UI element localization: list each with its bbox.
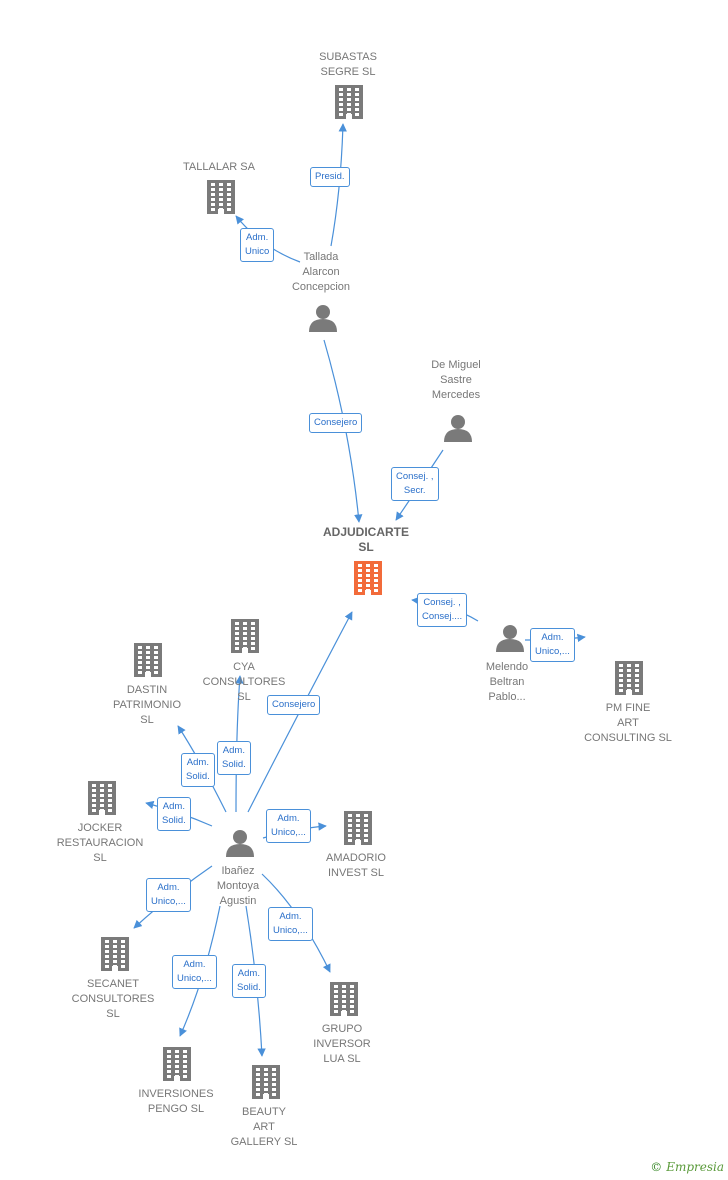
melendo-person-icon[interactable] <box>496 625 524 652</box>
demiguel-person-icon[interactable] <box>444 415 472 442</box>
node-label-cya[interactable]: CYA CONSULTORES SL <box>202 661 286 703</box>
cya-building-icon[interactable] <box>231 619 259 653</box>
node-label-grupo[interactable]: GRUPO INVERSOR LUA SL <box>313 1023 371 1065</box>
inversiones-building-icon[interactable] <box>163 1047 191 1081</box>
node-label-tallalar[interactable]: TALLALAR SA <box>183 161 255 173</box>
edge-label-e6[interactable]: Adm. Unico,... <box>530 628 575 662</box>
grupo-building-icon[interactable] <box>330 982 358 1016</box>
edge-label-e13[interactable]: Adm. Unico,... <box>268 907 313 941</box>
icons-layer <box>88 85 643 1099</box>
edge-label-e9[interactable]: Adm. Solid. <box>181 753 215 787</box>
node-label-adjudicarte[interactable]: ADJUDICARTE SL <box>322 525 410 554</box>
edge-label-e3[interactable]: Consejero <box>309 413 363 433</box>
edge-label-e11[interactable]: Adm. Unico,... <box>266 809 311 843</box>
node-label-secanet[interactable]: SECANET CONSULTORES SL <box>71 978 155 1020</box>
jocker-building-icon[interactable] <box>88 781 116 815</box>
pmfine-building-icon[interactable] <box>615 661 643 695</box>
edge-label-e4[interactable]: Consej. , Secr. <box>391 467 439 501</box>
node-label-amadorio[interactable]: AMADORIO INVEST SL <box>326 852 386 879</box>
node-label-dastin[interactable]: DASTIN PATRIMONIO SL <box>112 684 182 726</box>
beauty-building-icon[interactable] <box>252 1065 280 1099</box>
node-label-inversiones[interactable]: INVERSIONES PENGO SL <box>138 1088 214 1115</box>
edge-label-e10[interactable]: Adm. Solid. <box>157 797 191 831</box>
copyright-icon: © <box>650 1160 663 1174</box>
tallalar-building-icon[interactable] <box>207 180 235 214</box>
brand-footer: ©Empresia <box>650 1160 724 1174</box>
dastin-building-icon[interactable] <box>134 643 162 677</box>
tallada-person-icon[interactable] <box>309 305 337 332</box>
adjudicarte-building-icon[interactable] <box>354 561 382 595</box>
edge-line-e8 <box>235 675 244 813</box>
edge-label-e14[interactable]: Adm. Unico,... <box>172 955 217 989</box>
secanet-building-icon[interactable] <box>101 937 129 971</box>
ibanez-person-icon[interactable] <box>226 830 254 857</box>
edge-label-e12[interactable]: Adm. Unico,... <box>146 878 191 912</box>
edge-label-e1[interactable]: Presid. <box>310 167 350 187</box>
edge-label-e15[interactable]: Adm. Solid. <box>232 964 266 998</box>
edge-label-e5[interactable]: Consej. , Consej.... <box>417 593 468 627</box>
edge-label-e2[interactable]: Adm. Unico <box>240 228 275 262</box>
node-label-tallada[interactable]: Tallada Alarcon Concepcion <box>291 251 351 293</box>
node-label-ibanez[interactable]: Ibañez Montoya Agustin <box>216 865 260 907</box>
edge-label-e8[interactable]: Adm. Solid. <box>217 741 251 775</box>
node-label-demiguel[interactable]: De Miguel Sastre Mercedes <box>431 359 481 401</box>
amadorio-building-icon[interactable] <box>344 811 372 845</box>
subastas-building-icon[interactable] <box>335 85 363 119</box>
edge-line-e1 <box>330 123 347 247</box>
node-label-melendo[interactable]: Melendo Beltran Pablo... <box>485 661 529 703</box>
node-label-jocker[interactable]: JOCKER RESTAURACION SL <box>56 822 144 864</box>
node-label-beauty[interactable]: BEAUTY ART GALLERY SL <box>230 1106 298 1148</box>
brand-logo: Empresia <box>666 1160 724 1174</box>
node-label-subastas[interactable]: SUBASTAS SEGRE SL <box>319 51 377 78</box>
node-label-pmfine[interactable]: PM FINE ART CONSULTING SL <box>584 702 672 744</box>
edge-label-e7[interactable]: Consejero <box>267 695 321 715</box>
